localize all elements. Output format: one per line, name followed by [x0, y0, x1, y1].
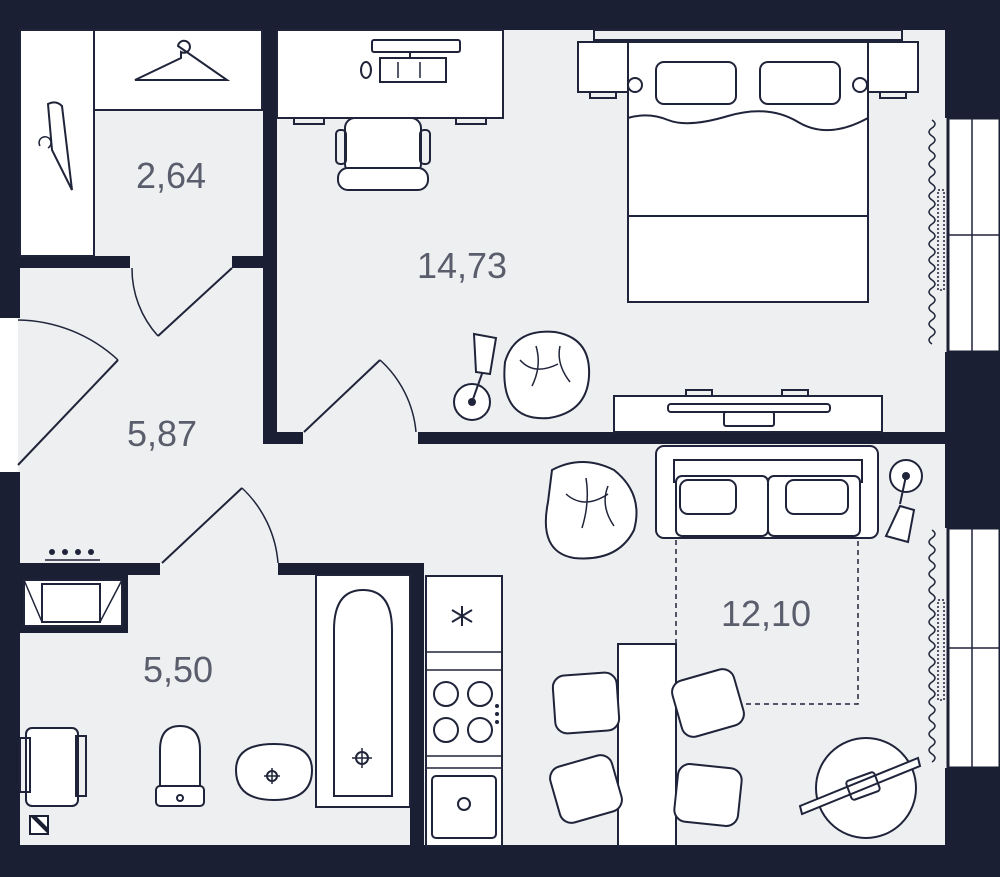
door-bedroom	[303, 359, 417, 433]
nightstands	[577, 41, 919, 99]
dining-table	[617, 643, 677, 847]
floor-lamp-bedroom	[453, 332, 498, 421]
round-table	[798, 737, 922, 839]
cooktop	[433, 681, 499, 743]
sofa	[655, 445, 879, 539]
floor-lamp-living	[884, 459, 923, 544]
washing-machine	[19, 727, 87, 807]
desk	[276, 29, 504, 125]
bathtub	[315, 574, 411, 808]
curtain-living	[928, 529, 945, 763]
window-bedroom	[946, 116, 1000, 354]
door-bathroom	[161, 487, 279, 564]
door-wardrobe	[131, 267, 233, 337]
kitchen-sink	[431, 775, 497, 839]
bathroom-area-label: 5,50	[143, 649, 213, 690]
dining-chairs	[549, 668, 745, 827]
door-entrance	[17, 319, 119, 466]
beanbag-bedroom	[503, 330, 591, 420]
beanbag-living	[544, 461, 638, 560]
hallway-area-label: 5,87	[127, 413, 197, 454]
utility-cabinet	[23, 549, 123, 627]
bed	[593, 29, 903, 303]
bedroom-area-label: 14,73	[417, 245, 507, 286]
curtain-bedroom	[928, 119, 945, 345]
desk-chair	[335, 117, 431, 191]
toilet	[155, 724, 205, 807]
kitchen-living-area-label: 12,10	[721, 593, 811, 634]
window-living	[946, 526, 1000, 770]
ventilation-shaft	[29, 815, 49, 835]
wardrobe-area-label: 2,64	[136, 155, 206, 196]
rug-outline	[675, 540, 859, 705]
kitchen-counter	[425, 575, 503, 847]
wardrobe-closet	[19, 29, 263, 257]
washbasin	[234, 742, 314, 802]
tv-console	[613, 389, 883, 433]
